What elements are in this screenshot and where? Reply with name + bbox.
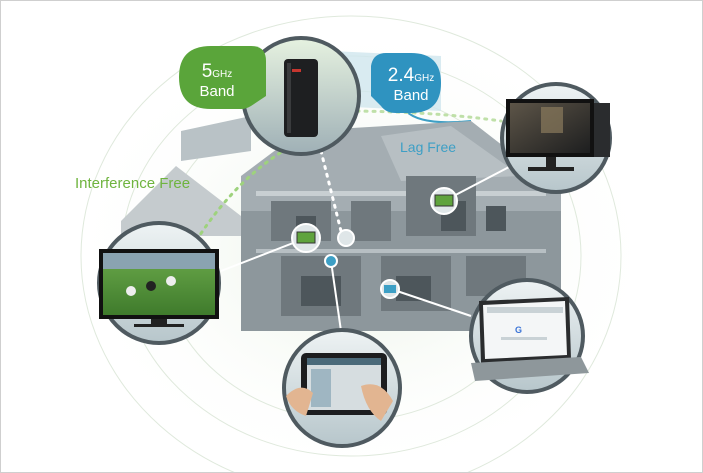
5ghz-unit: GHz <box>212 69 233 80</box>
tv-icon <box>506 99 610 171</box>
24ghz-number: 2.4 <box>387 65 415 86</box>
24ghz-word: Band <box>393 87 429 104</box>
5ghz-word: Band <box>199 83 235 100</box>
device-markers <box>291 187 458 299</box>
tv-icon <box>99 249 219 327</box>
interference-free-label: Interference Free <box>75 175 191 192</box>
24ghz-band-text: 2.4GHz Band <box>379 65 443 104</box>
tablet-bubble <box>282 328 402 448</box>
24ghz-band-badge <box>371 53 441 113</box>
tablet-icon <box>286 353 393 421</box>
tv-bubble-top-right <box>500 82 612 194</box>
5ghz-band-text: 5GHz Band <box>187 61 247 100</box>
24ghz-unit: GHz <box>414 73 435 84</box>
5ghz-number: 5 <box>201 61 213 82</box>
svg-text:G: G <box>515 325 522 335</box>
laptop-icon: G <box>471 297 589 381</box>
lag-free-label: Lag Free <box>400 139 457 155</box>
5ghz-band-badge <box>179 46 266 109</box>
router-icon <box>284 59 318 137</box>
tv-bubble-left <box>97 221 221 345</box>
laptop-bubble: G <box>469 278 589 394</box>
